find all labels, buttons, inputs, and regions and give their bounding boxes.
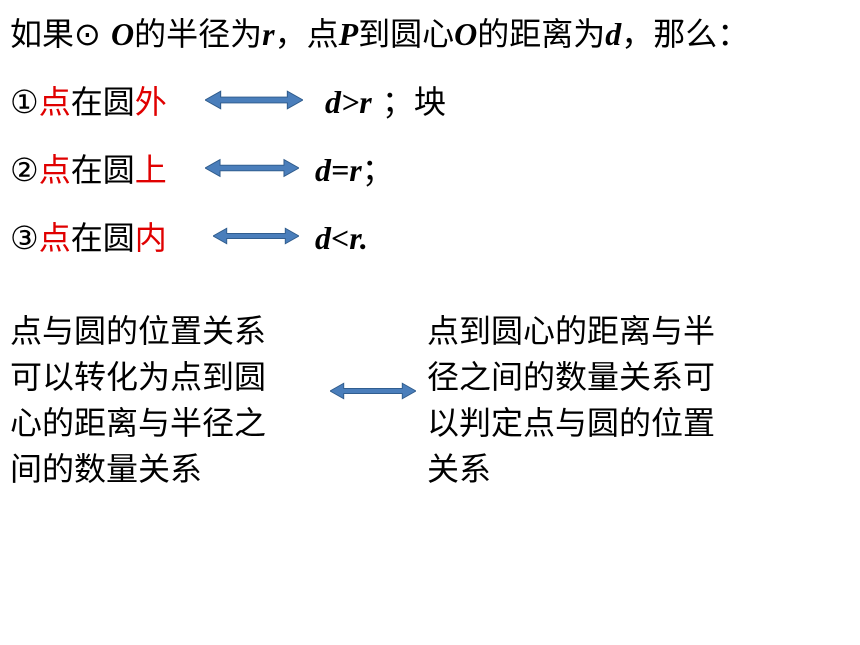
condition-row-inside: ③点在圆内 [10,218,167,258]
point-word: 点 [38,151,71,189]
paragraph-line: 点到圆心的距离与半 [427,312,716,350]
paragraph-line: 间的数量关系 [10,450,203,488]
var-O-2: O [454,16,478,52]
position-word: 外 [134,83,167,121]
double-arrow-icon [205,90,303,110]
relation-expr: d<r. [315,220,368,256]
paragraph-line: 关系 [427,450,492,488]
intro-line: 如果⊙ O的半径为r，点P到圆心O的距离为d，那么： [10,14,749,54]
paragraph-line: 心的距离与半径之 [10,404,267,442]
row-number: ③ [10,219,39,257]
point-word: 点 [38,83,71,121]
intro-text-3: 到圆心 [358,15,455,53]
intro-text-5: ，那么： [621,15,750,53]
paragraph-line: 可以转化为点到圆 [10,358,267,396]
position-word: 内 [134,219,167,257]
on-circle-text: 在圆 [70,83,135,121]
paragraph-line: 点与圆的位置关系 [10,312,267,350]
paragraph-line: 以判定点与圆的位置 [427,404,716,442]
var-r: r [262,16,275,52]
row-tail: ； [361,151,394,189]
condition-expr-on: d=r； [315,150,394,190]
double-arrow-icon [330,381,416,401]
right-paragraph: 点到圆心的距离与半 径之间的数量关系可 以判定点与圆的位置 关系 [427,308,715,492]
point-word: 点 [38,219,71,257]
intro-text-2: ，点 [274,15,339,53]
position-word: 上 [134,151,167,189]
left-paragraph: 点与圆的位置关系 可以转化为点到圆 心的距离与半径之 间的数量关系 [10,308,266,492]
on-circle-text: 在圆 [70,151,135,189]
intro-text-4: 的距离为 [477,15,606,53]
condition-expr-inside: d<r. [315,218,368,258]
row-tail: ；坱 [371,83,446,121]
on-circle-text: 在圆 [70,219,135,257]
intro-text-1: 的半径为 [134,15,263,53]
relation-expr: d>r [325,84,372,120]
row-number: ① [10,83,39,121]
row-number: ② [10,151,39,189]
double-arrow-icon [205,158,299,178]
var-P: P [338,16,359,52]
condition-row-outside: ①点在圆外 [10,82,167,122]
paragraph-line: 径之间的数量关系可 [427,358,716,396]
var-O: O [111,16,135,52]
intro-prefix: 如果⊙ [10,15,111,53]
condition-row-on: ②点在圆上 [10,150,167,190]
relation-expr: d=r [315,152,362,188]
double-arrow-icon [213,226,299,246]
condition-expr-outside: d>r ；坱 [325,82,446,122]
var-d: d [605,16,622,52]
